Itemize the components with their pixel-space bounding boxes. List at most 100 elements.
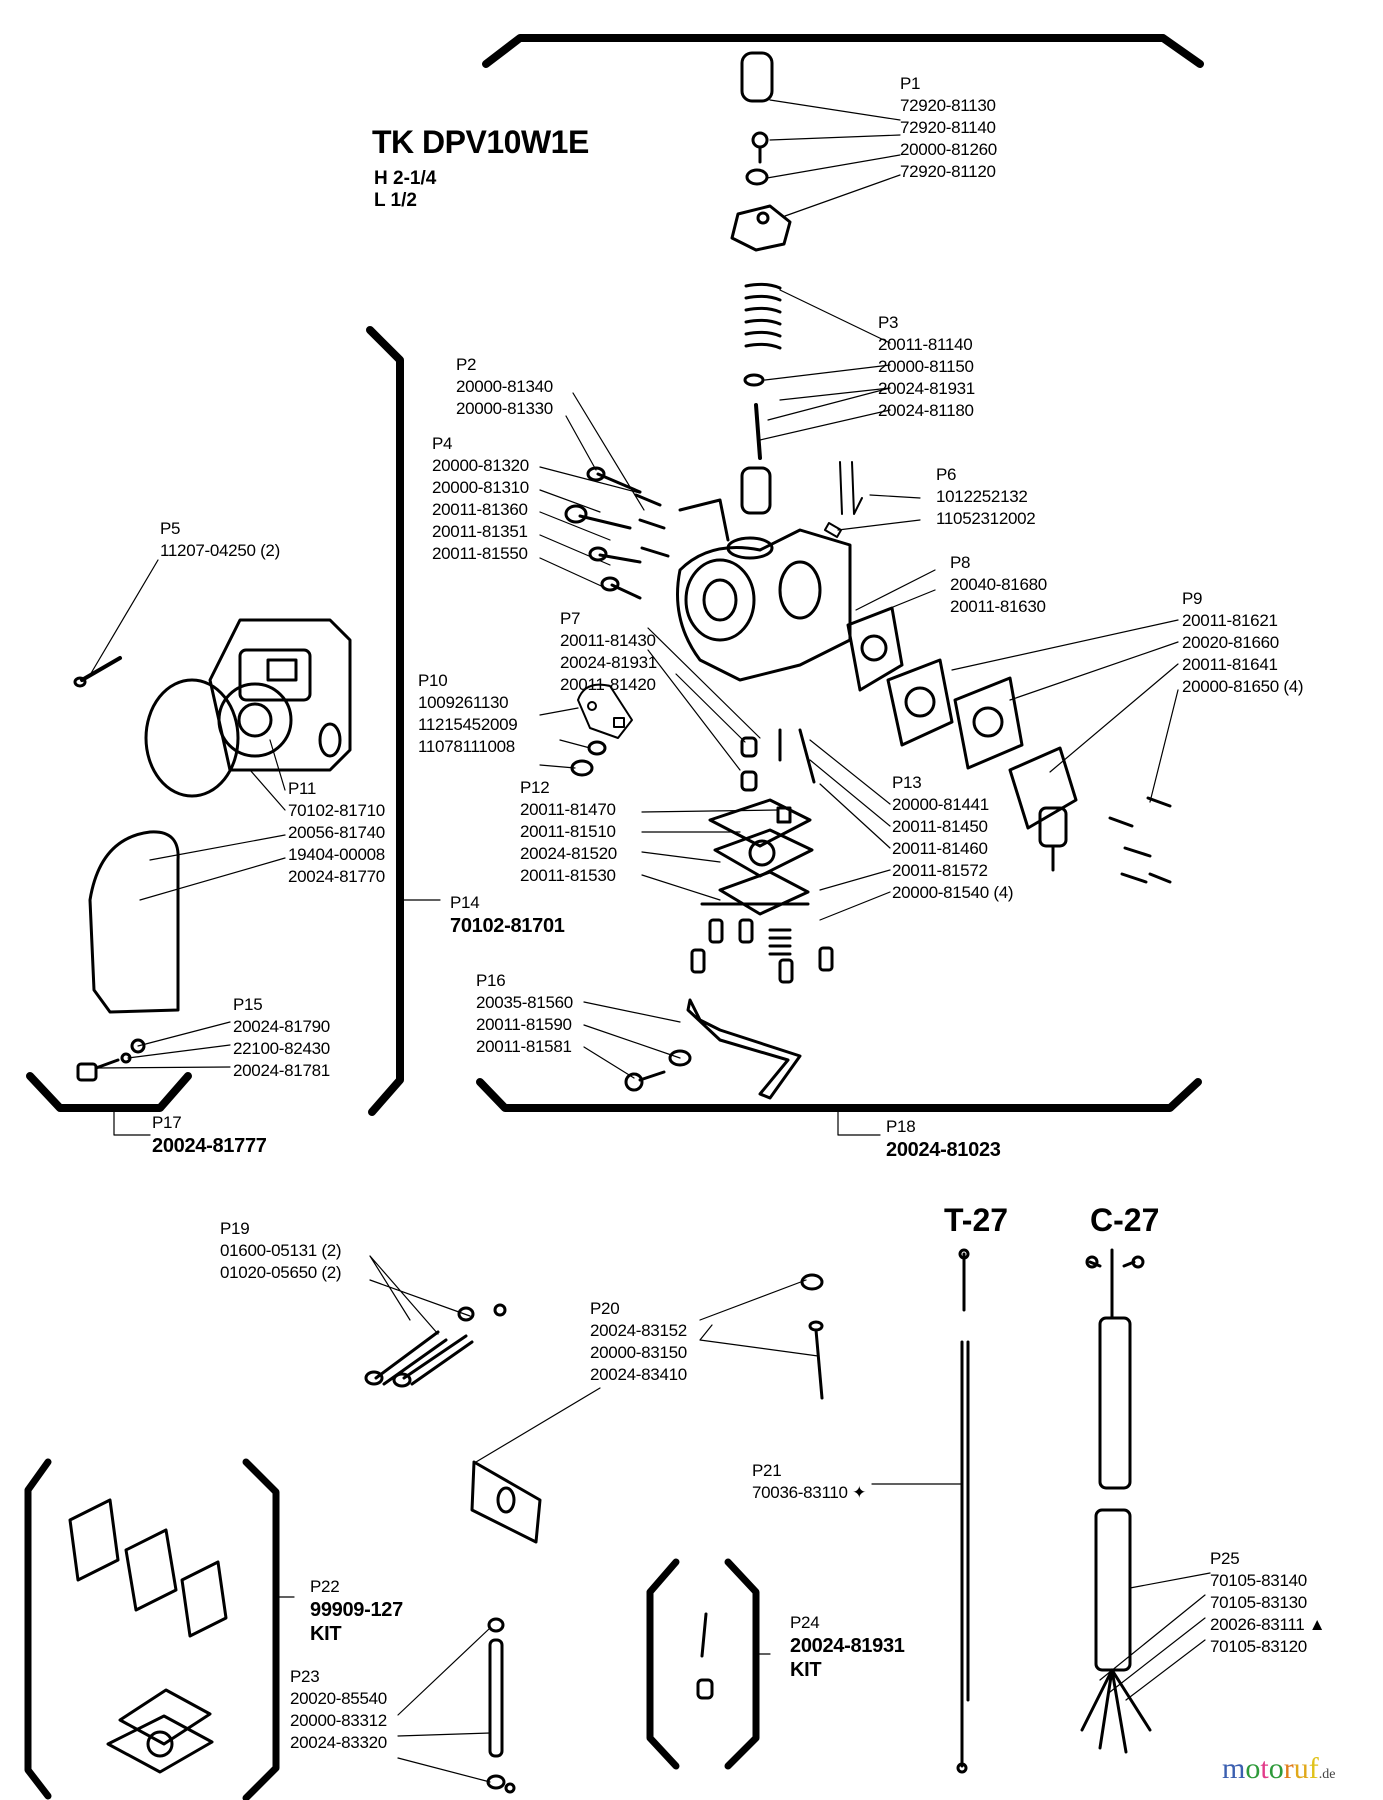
part-number[interactable]: 20024-83410 — [590, 1365, 687, 1384]
callout-p23: P23 20020-85540 20000-83312 20024-83320 — [290, 1666, 387, 1754]
part-number[interactable]: 20056-81740 — [288, 823, 385, 842]
ref-label: P11 — [288, 779, 317, 798]
part-number[interactable]: 20011-81140 — [878, 335, 973, 354]
part-number[interactable]: 20011-81450 — [892, 817, 988, 836]
ref-label: P13 — [892, 773, 922, 792]
part-number[interactable]: 01600-05131 (2) — [220, 1241, 342, 1260]
part-number[interactable]: 20024-83152 — [590, 1321, 687, 1340]
callout-p22: P22 99909-127 KIT — [310, 1576, 403, 1646]
part-number[interactable]: 11052312002 — [936, 509, 1036, 528]
ref-label: P23 — [290, 1667, 320, 1686]
part-number[interactable]: 22100-82430 — [233, 1039, 330, 1058]
kit-label: KIT — [310, 1623, 342, 1645]
part-number[interactable]: 20011-81470 — [520, 800, 616, 819]
part-cable-t27 — [956, 1248, 970, 1774]
part-number[interactable]: 20011-81641 — [1182, 655, 1278, 674]
part-number[interactable]: 20000-81320 — [432, 456, 529, 475]
callout-p17: P17 20024-81777 — [152, 1112, 267, 1158]
part-number[interactable]: 20026-83111 ▲ — [1210, 1615, 1326, 1634]
part-number[interactable]: 20000-81441 — [892, 795, 989, 814]
part-number[interactable]: 20011-81572 — [892, 861, 988, 880]
part-number[interactable]: 19404-00008 — [288, 845, 385, 864]
part-number[interactable]: 20024-81023 — [886, 1139, 1001, 1161]
part-number[interactable]: 70105-83120 — [1210, 1637, 1307, 1656]
watermark-letter: o — [1245, 1752, 1261, 1785]
part-number[interactable]: 20011-81630 — [950, 597, 1046, 616]
part-carburetor-body — [676, 498, 852, 682]
part-number[interactable]: 20024-81931 — [790, 1635, 905, 1657]
part-needle-body — [730, 204, 792, 252]
part-number[interactable]: 20024-81931 — [878, 379, 975, 398]
watermark-tld: .de — [1318, 1767, 1336, 1782]
part-number[interactable]: 20000-81150 — [878, 357, 974, 376]
part-number[interactable]: 20024-81520 — [520, 844, 617, 863]
part-number[interactable]: 20011-81430 — [560, 631, 656, 650]
callout-p5: P5 11207-04250 (2) — [160, 518, 280, 562]
part-number[interactable]: 11078111008 — [418, 737, 515, 756]
part-number[interactable]: 72920-81120 — [900, 162, 996, 181]
part-number[interactable]: 20000-83312 — [290, 1711, 387, 1730]
part-number[interactable]: 99909-127 — [310, 1599, 403, 1621]
callout-p6: P6 1012252132 11052312002 — [936, 464, 1036, 530]
part-number[interactable]: 20000-81310 — [432, 478, 529, 497]
part-number[interactable]: 20024-81180 — [878, 401, 974, 420]
part-number[interactable]: 20011-81360 — [432, 500, 528, 519]
part-number[interactable]: 20011-81590 — [476, 1015, 572, 1034]
ref-label: P19 — [220, 1219, 250, 1238]
part-number[interactable]: 20024-81931 — [560, 653, 657, 672]
part-number[interactable]: 1012252132 — [936, 487, 1028, 506]
callout-p16: P16 20035-81560 20011-81590 20011-81581 — [476, 970, 573, 1058]
callout-p24: P24 20024-81931 KIT — [790, 1612, 905, 1682]
part-gasket-p9b — [953, 676, 1024, 770]
ref-label: P2 — [456, 355, 477, 374]
part-number[interactable]: 20024-81790 — [233, 1017, 330, 1036]
group-bracket-bottom — [476, 1078, 1202, 1112]
part-number[interactable]: 11207-04250 (2) — [160, 541, 280, 560]
part-number[interactable]: 20000-83150 — [590, 1343, 687, 1362]
part-number[interactable]: 70105-83130 — [1210, 1593, 1307, 1612]
callout-p20: P20 20024-83152 20000-83150 20024-83410 — [590, 1298, 687, 1386]
watermark-letter: m — [1222, 1752, 1246, 1785]
part-number[interactable]: 70102-81701 — [450, 915, 565, 937]
part-number[interactable]: 20000-81650 (4) — [1182, 677, 1304, 696]
watermark-letter: o — [1268, 1752, 1284, 1785]
part-number[interactable]: 20035-81560 — [476, 993, 573, 1012]
part-number[interactable]: 20011-81621 — [1182, 611, 1278, 630]
part-number[interactable]: 20024-81781 — [233, 1061, 330, 1080]
part-number[interactable]: 01020-05650 (2) — [220, 1263, 342, 1282]
part-number[interactable]: 20011-81530 — [520, 866, 616, 885]
part-number[interactable]: 20011-81510 — [520, 822, 616, 841]
part-number[interactable]: 20000-81260 — [900, 140, 997, 159]
part-number[interactable]: 72920-81130 — [900, 96, 996, 115]
part-number[interactable]: 20011-81581 — [476, 1037, 572, 1056]
part-number[interactable]: 20000-81330 — [456, 399, 553, 418]
part-number[interactable]: 20020-81660 — [1182, 633, 1279, 652]
part-number[interactable]: 11215452009 — [418, 715, 518, 734]
part-number[interactable]: 20000-81540 (4) — [892, 883, 1014, 902]
part-number[interactable]: 70036-83110 ✦ — [752, 1483, 867, 1502]
part-number[interactable]: 72920-81140 — [900, 118, 996, 137]
part-number[interactable]: 20024-81770 — [288, 867, 385, 886]
group-bracket-p17 — [26, 1072, 192, 1112]
model-title: TK DPV10W1E — [372, 124, 589, 160]
ref-label: P18 — [886, 1117, 916, 1136]
part-number[interactable]: 70102-81710 — [288, 801, 385, 820]
ref-label: P12 — [520, 778, 550, 797]
part-number[interactable]: 20040-81680 — [950, 575, 1047, 594]
part-gasket-p20 — [470, 1460, 542, 1544]
part-number[interactable]: 20011-81351 — [432, 522, 528, 541]
part-number[interactable]: 20000-81340 — [456, 377, 553, 396]
callout-p19: P19 01600-05131 (2) 01020-05650 (2) — [220, 1218, 342, 1284]
part-number[interactable]: 20011-81460 — [892, 839, 988, 858]
callout-p7: P7 20011-81430 20024-81931 20011-81420 — [560, 608, 657, 696]
part-number[interactable]: 20011-81420 — [560, 675, 656, 694]
part-number[interactable]: 20024-83320 — [290, 1733, 387, 1752]
part-number[interactable]: 70105-83140 — [1210, 1571, 1307, 1590]
part-filter-cover — [88, 830, 180, 1014]
part-number[interactable]: 20011-81550 — [432, 544, 528, 563]
part-number[interactable]: 1009261130 — [418, 693, 509, 712]
part-number[interactable]: 20024-81777 — [152, 1135, 267, 1157]
part-number[interactable]: 20020-85540 — [290, 1689, 387, 1708]
part-choke-lever — [686, 998, 802, 1100]
